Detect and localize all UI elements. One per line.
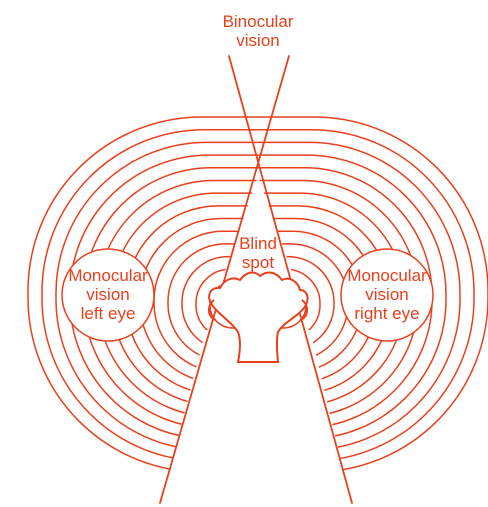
blind-spot-label-line-2: spot xyxy=(228,253,288,272)
monocular-left-label: Monocular vision left eye xyxy=(58,266,158,323)
monocular-right-line-3: right eye xyxy=(337,304,437,323)
binocular-vision-label: Binocular vision xyxy=(208,12,308,50)
binocular-label-line-1: Binocular xyxy=(208,12,308,31)
blind-spot-label-line-1: Blind xyxy=(228,234,288,253)
monocular-left-line-2: vision xyxy=(58,285,158,304)
binocular-label-line-2: vision xyxy=(208,31,308,50)
monocular-right-line-2: vision xyxy=(337,285,437,304)
monocular-left-line-1: Monocular xyxy=(58,266,158,285)
monocular-left-line-3: left eye xyxy=(58,304,158,323)
monocular-right-label: Monocular vision right eye xyxy=(337,266,437,323)
monocular-right-line-1: Monocular xyxy=(337,266,437,285)
blind-spot-label: Blind spot xyxy=(228,234,288,272)
